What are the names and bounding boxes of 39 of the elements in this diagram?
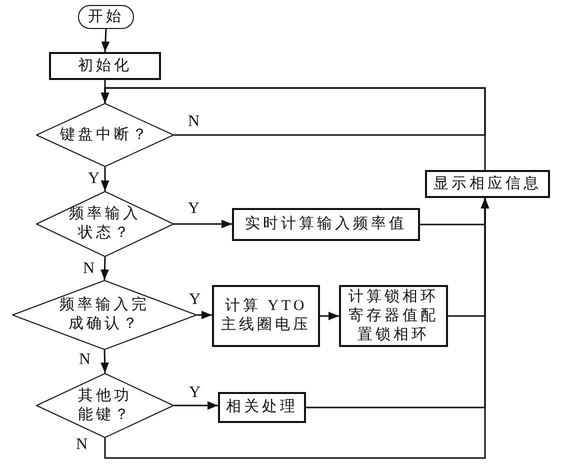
decision-diamond — [36, 373, 174, 438]
arrow — [100, 256, 109, 280]
node-label: 开始 — [87, 8, 125, 26]
process-box — [218, 392, 306, 423]
node-label: 实时计算输入频率值 — [244, 215, 408, 234]
decision-diamond — [36, 103, 174, 167]
node-label: 相关处理 — [225, 398, 299, 417]
edge-label: Y — [189, 385, 201, 401]
arrow — [174, 220, 232, 228]
node-label: 显示相应信息 — [432, 174, 542, 194]
process-box — [49, 52, 161, 80]
arrow — [100, 167, 110, 191]
node-label: 其他功能键？ — [77, 386, 133, 424]
edge-label: N — [76, 437, 88, 453]
process-box — [212, 285, 320, 347]
edge-label: N — [83, 261, 95, 277]
arrow — [100, 87, 486, 170]
edge-label: Y — [188, 201, 200, 217]
process-box — [339, 285, 448, 347]
arrow — [197, 310, 212, 320]
node-label: 初始化 — [77, 56, 133, 76]
edge-label: Y — [88, 171, 100, 187]
node-label: 计算锁相环寄存器值配置锁相环 — [348, 288, 438, 344]
process-box — [232, 208, 420, 241]
arrow — [320, 312, 339, 320]
arrow — [100, 350, 109, 374]
arrow — [104, 198, 490, 459]
node-label: 频率输入状态？ — [68, 205, 142, 243]
node-label: 键盘中断？ — [59, 126, 151, 144]
decision-diamond — [36, 191, 174, 257]
node-label: 计算 YTO主线圈电压 — [220, 297, 312, 335]
arrow — [174, 401, 218, 410]
start-terminal — [78, 5, 134, 29]
edge-label: N — [188, 114, 200, 130]
edge-label: Y — [189, 292, 201, 308]
edge-label: N — [79, 352, 91, 368]
node-label: 频率输入完成确认？ — [58, 296, 150, 334]
arrow — [101, 28, 110, 52]
process-box — [425, 170, 550, 198]
